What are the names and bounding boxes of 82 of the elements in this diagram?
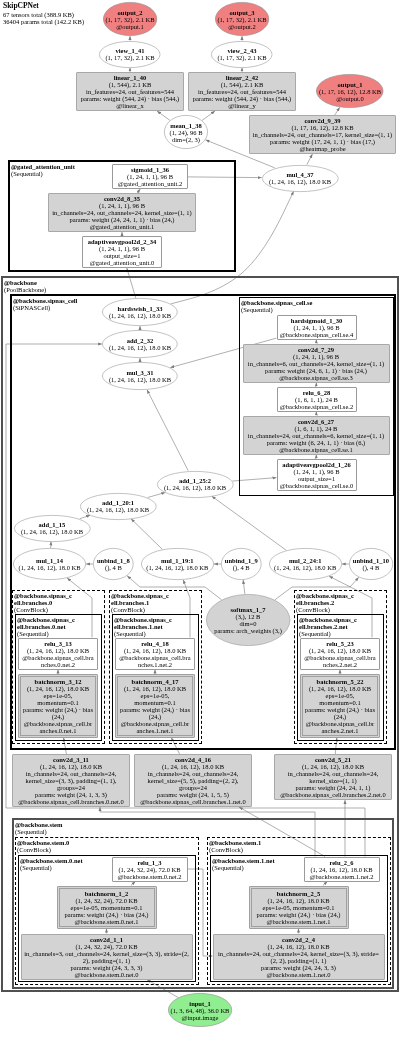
module-frame [239,297,394,496]
layer-box [242,415,390,455]
arrow [56,669,60,674]
operation-ellipse [102,330,178,358]
module-frame [297,614,384,741]
layer-box [249,115,396,154]
layer-box [82,236,162,268]
arrow [49,541,53,549]
arrow [338,669,342,674]
layer-box [12,754,130,807]
module-frame [15,614,102,741]
layer-box [111,856,188,882]
operation-ellipse [211,40,273,68]
arrow [314,411,318,416]
module-frame [207,837,391,985]
layer-box [188,72,296,111]
operation-ellipse [79,492,157,520]
layer-box [18,673,98,738]
module-frame [112,614,199,741]
layer-box [56,885,157,929]
module-frame [8,160,236,272]
module-frame [294,590,387,744]
module-frame [12,818,394,989]
arrow [130,881,136,886]
arrow [240,35,244,41]
output-ellipse [214,2,270,36]
layer-box [112,164,188,189]
arrow [322,881,328,886]
arrow [314,382,318,387]
arrow [138,325,142,331]
operation-ellipse [13,548,87,580]
layer-box [115,673,195,738]
output-ellipse [102,2,158,36]
operation-ellipse [164,115,208,149]
arrow [153,669,157,674]
operation-ellipse [268,548,342,580]
layer-box [115,637,195,670]
arrow [120,231,124,237]
operation-ellipse [156,470,234,498]
arrow [105,928,108,934]
layer-box [274,754,392,800]
arrow [240,67,244,73]
operation-ellipse [93,548,134,580]
module-frame [18,855,196,982]
arrow [314,454,318,459]
layer-box [276,314,357,340]
output-ellipse [316,74,384,108]
arrow [128,67,132,73]
layer-box [76,72,184,111]
input-ellipse [167,993,233,1027]
arrow [297,928,300,934]
arrow [314,339,318,344]
module-frame [15,837,199,985]
arrow [138,357,142,363]
layer-box [18,637,98,670]
layer-box [242,343,390,383]
layer-box [276,386,357,412]
operation-ellipse [261,164,339,192]
module-frame [210,855,388,982]
layer-box [276,458,357,491]
operation-ellipse [140,548,214,580]
layer-box [212,933,385,980]
layer-box [134,754,252,807]
operation-ellipse [13,514,91,542]
operation-ellipse [99,40,161,68]
operation-ellipse [102,362,178,390]
layer-box [20,933,193,980]
layer-box [303,856,380,882]
arrow [128,35,132,41]
layer-box [300,673,380,738]
module-frame [1,276,399,992]
module-frame [12,590,105,744]
layer-box [48,193,196,232]
layer-box [248,885,349,929]
arrow [136,188,141,194]
operation-ellipse [220,548,262,580]
layer-box [300,637,380,670]
operation-ellipse [102,298,178,326]
operation-ellipse [348,548,393,580]
operation-ellipse [205,594,291,646]
module-frame [109,590,202,744]
module-frame [10,294,396,750]
